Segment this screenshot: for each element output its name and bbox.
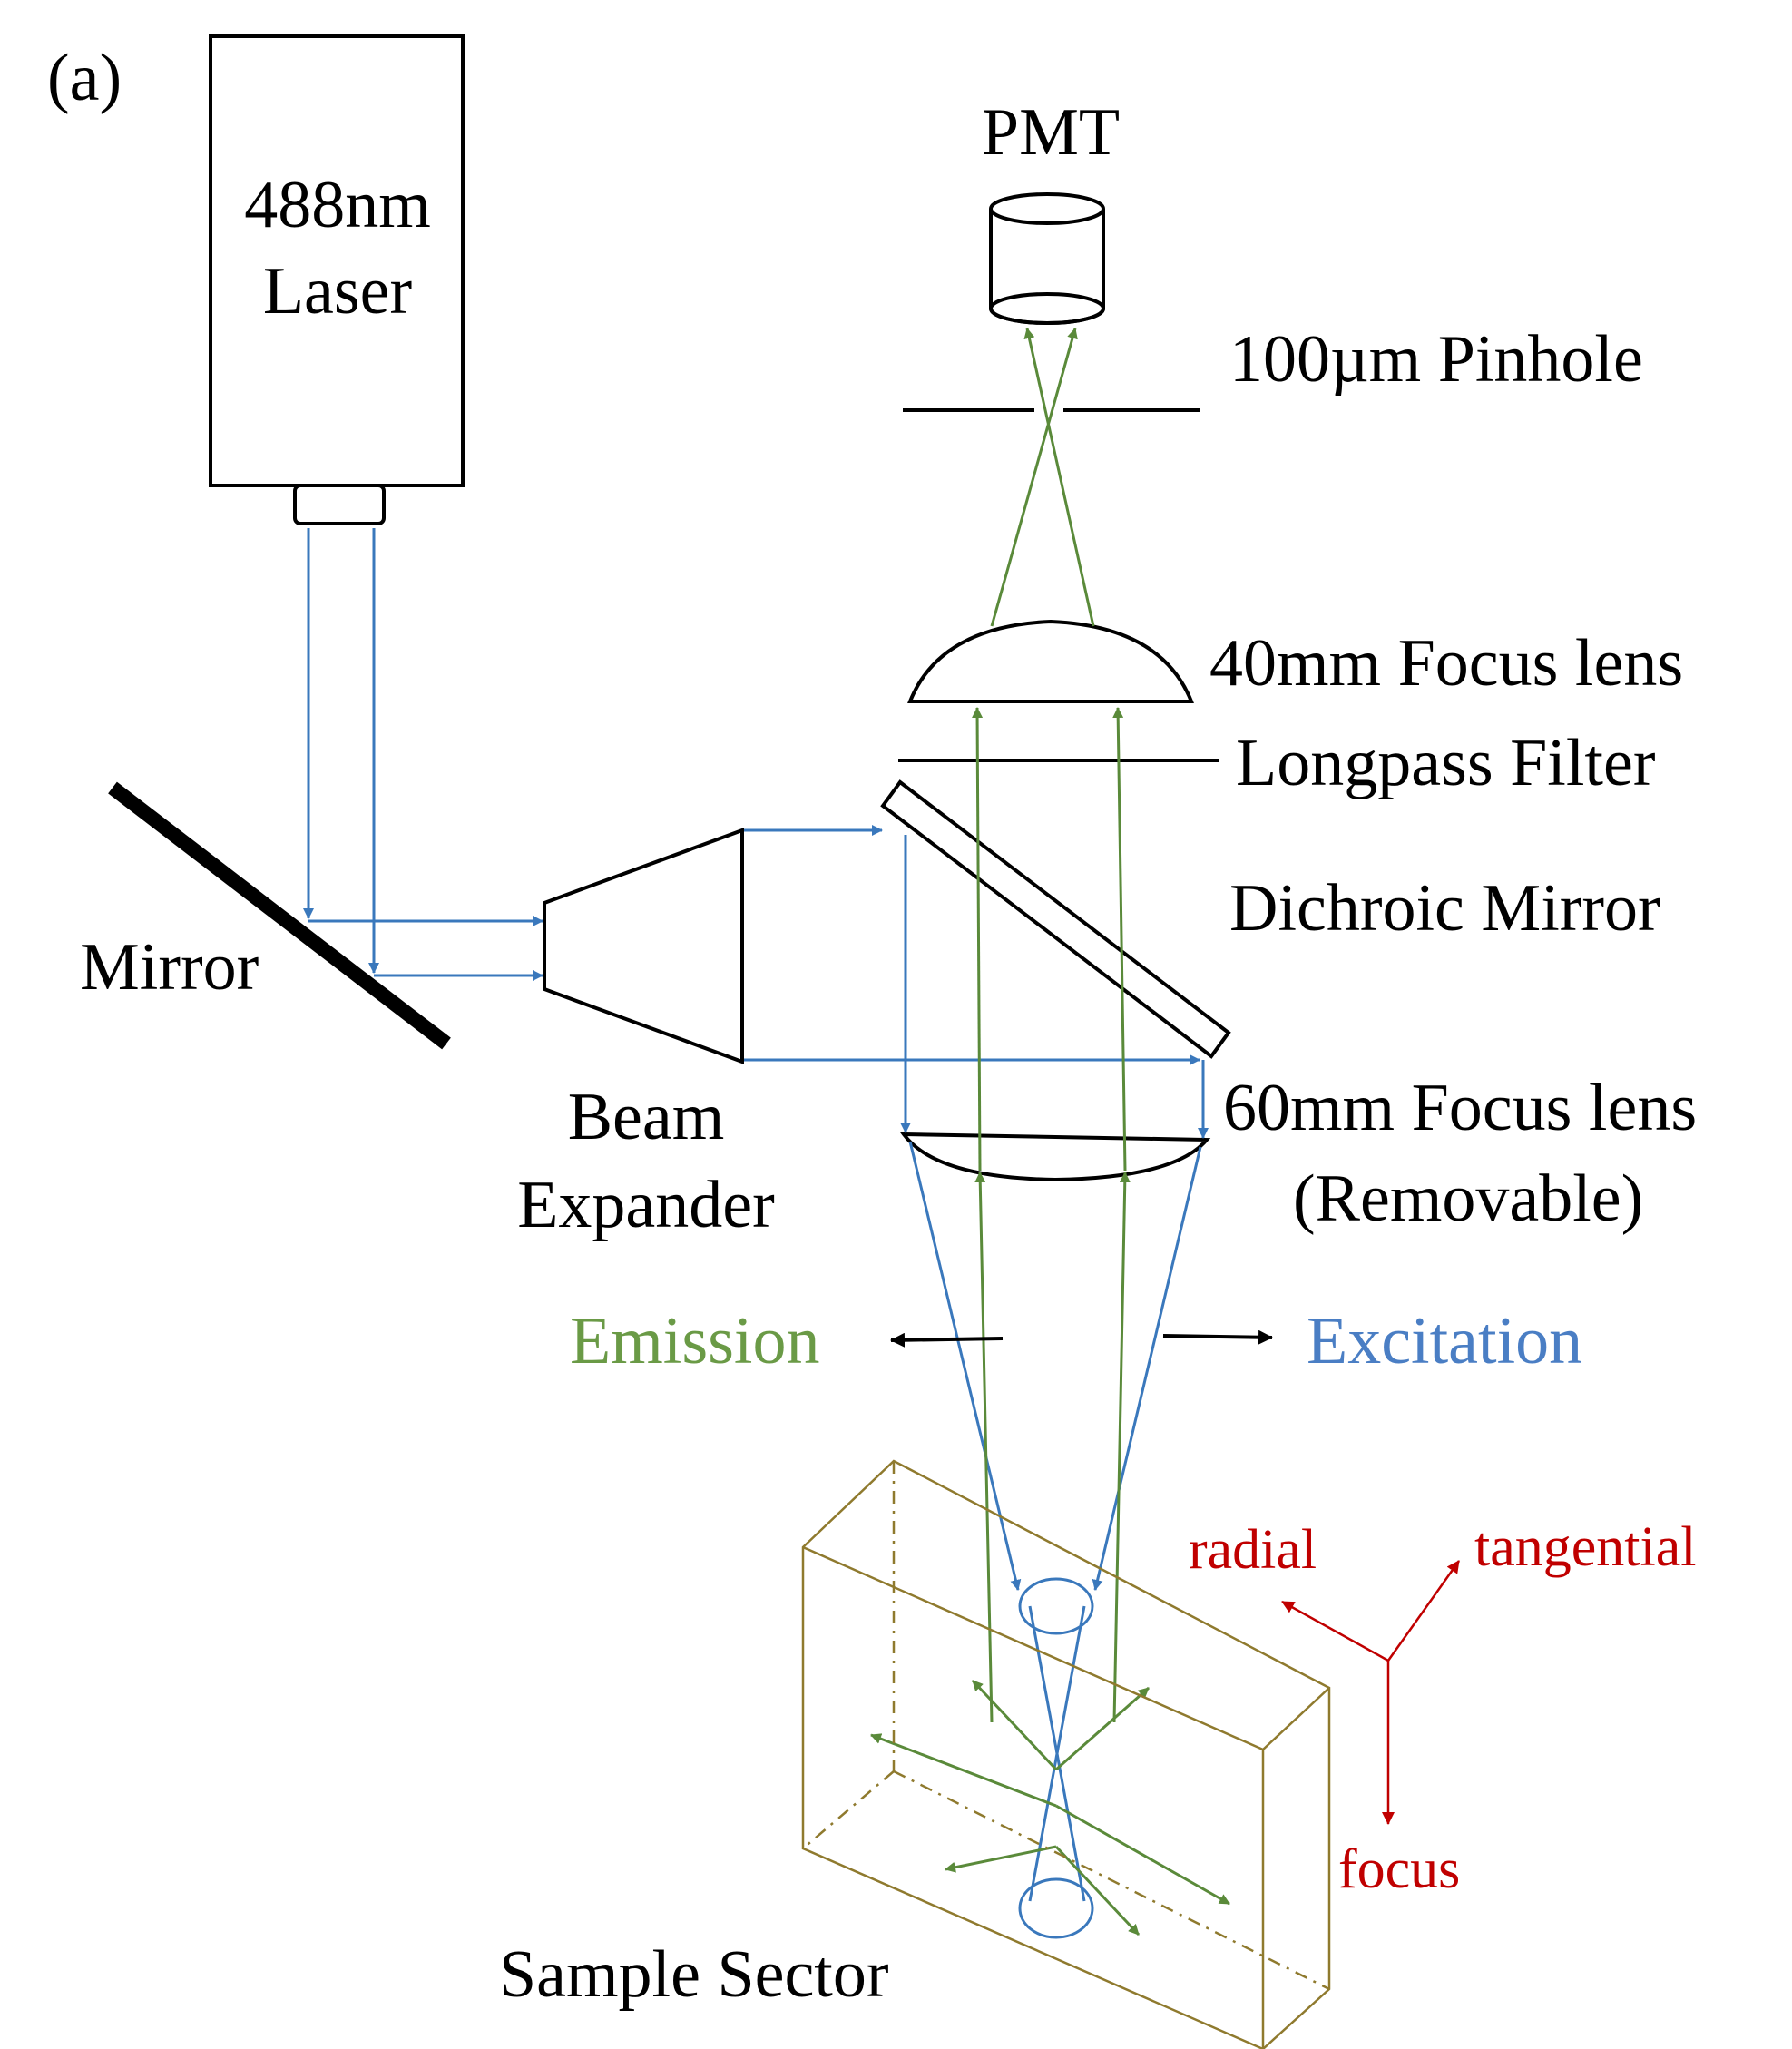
longpass-label: Longpass Filter bbox=[1236, 726, 1655, 800]
focus-lens-60mm-label-line1: 60mm Focus lens bbox=[1223, 1071, 1697, 1145]
coordinate-axes: radial tangential focus bbox=[1189, 1516, 1696, 1900]
focus-lens-60mm-label-line2: (Removable) bbox=[1293, 1162, 1643, 1236]
beam-expander-label-line1: Beam bbox=[568, 1080, 725, 1154]
axis-focus-label: focus bbox=[1338, 1838, 1460, 1900]
laser-label-line1: 488nm bbox=[244, 168, 431, 242]
mirror-label: Mirror bbox=[80, 930, 259, 1005]
excitation-label: Excitation bbox=[1307, 1304, 1582, 1378]
pinhole-label: 100µm Pinhole bbox=[1229, 322, 1643, 397]
dichroic-label: Dichroic Mirror bbox=[1229, 871, 1660, 946]
focus-lens-40mm-label: 40mm Focus lens bbox=[1209, 626, 1683, 701]
laser-label-line2: Laser bbox=[263, 254, 412, 328]
focus-lens-60mm: 60mm Focus lens (Removable) bbox=[900, 1071, 1697, 1236]
focus-lens-40mm: 40mm Focus lens bbox=[907, 619, 1683, 703]
emission-label: Emission bbox=[570, 1304, 819, 1378]
panel-label: (a) bbox=[47, 41, 122, 115]
sample-sector-label: Sample Sector bbox=[499, 1937, 889, 2012]
pinhole: 100µm Pinhole bbox=[903, 322, 1643, 412]
pmt-detector: PMT bbox=[982, 95, 1120, 325]
axis-tangential-label: tangential bbox=[1474, 1516, 1696, 1578]
emission-beam bbox=[870, 328, 1230, 1936]
beam-legend: Emission Excitation bbox=[570, 1304, 1582, 1378]
beam-expander: Beam Expander bbox=[517, 828, 775, 1242]
beam-expander-label-line2: Expander bbox=[517, 1168, 775, 1242]
longpass-filter: Longpass Filter bbox=[898, 726, 1655, 800]
laser: 488nm Laser bbox=[209, 34, 465, 525]
mirror: Mirror bbox=[80, 781, 451, 1050]
pmt-label: PMT bbox=[982, 95, 1120, 170]
dichroic-mirror: Dichroic Mirror bbox=[880, 779, 1660, 1059]
sample-sector: Sample Sector bbox=[499, 1459, 1331, 2049]
axis-radial-label: radial bbox=[1189, 1519, 1317, 1581]
